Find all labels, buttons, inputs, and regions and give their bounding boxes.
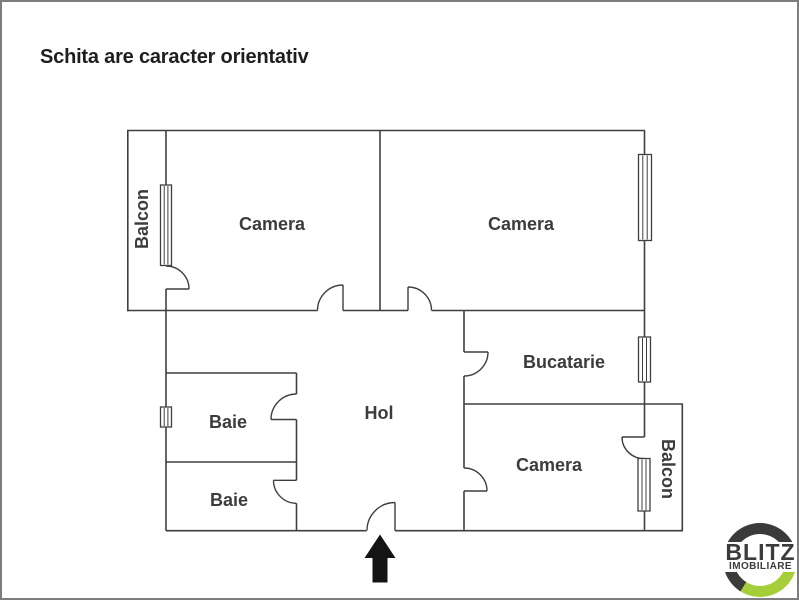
room-label-baie-upper: Baie <box>209 412 247 432</box>
room-label-camera-top-right: Camera <box>488 214 555 234</box>
logo-tagline-text: IMOBILIARE <box>729 561 792 572</box>
windows <box>159 153 653 512</box>
disclaimer-text: Schita are caracter orientativ <box>40 46 309 68</box>
walls <box>127 129 684 532</box>
logo-text-band: BLITZ IMOBILIARE <box>720 539 797 572</box>
room-label-baie-lower: Baie <box>210 490 248 510</box>
entrance-arrow-icon <box>364 534 396 583</box>
room-label-bucatarie: Bucatarie <box>523 352 605 372</box>
logo-brand-text: BLITZ <box>725 539 796 565</box>
blitz-imobiliare-logo: BLITZ IMOBILIARE <box>720 522 797 598</box>
room-label-camera-bottom-right: Camera <box>516 455 583 475</box>
room-label-camera-top-left: Camera <box>239 214 306 234</box>
room-labels: Balcon Camera Camera Bucatarie Hol Baie … <box>132 189 678 510</box>
room-label-hol: Hol <box>365 403 394 423</box>
room-label-balcon-left: Balcon <box>132 189 152 249</box>
room-label-balcon-right: Balcon <box>658 439 678 499</box>
